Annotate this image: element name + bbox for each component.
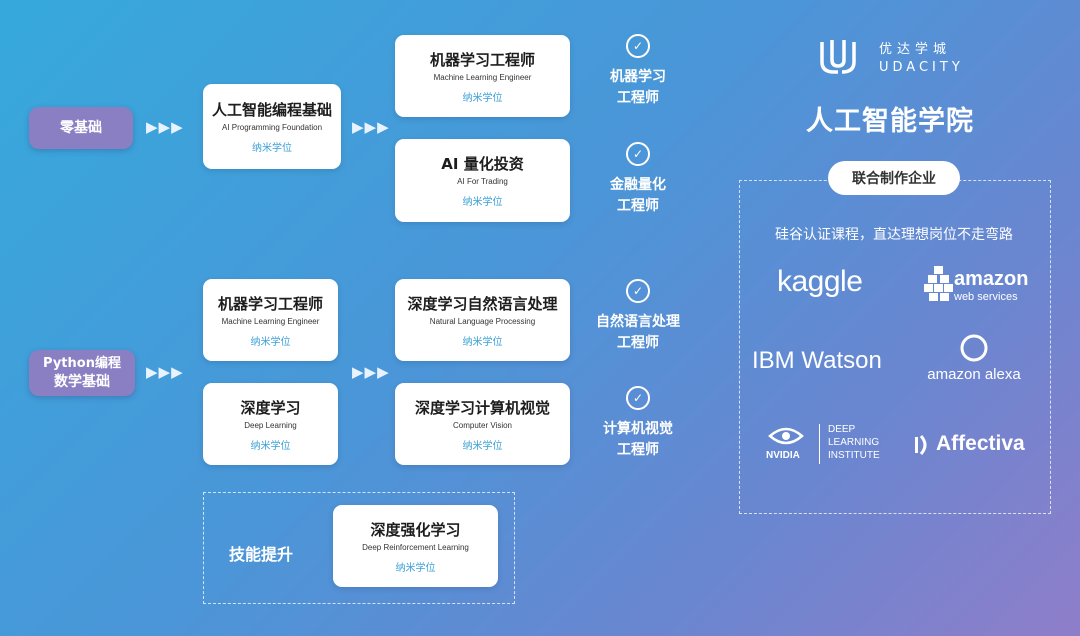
course-nano: 纳米学位 xyxy=(250,336,291,348)
course-title: 机器学习工程师 xyxy=(217,294,323,313)
course-title: 深度强化学习 xyxy=(370,520,461,539)
arrow-4: ▶▶▶ xyxy=(352,363,390,381)
arrow-2: ▶▶▶ xyxy=(352,118,390,136)
skill-up-label: 技能提升 xyxy=(229,545,294,564)
course-nano: 纳米学位 xyxy=(462,336,503,348)
aws-sub-text: web services xyxy=(954,291,1018,303)
aws-amazon-text: amazon xyxy=(954,268,1029,290)
affectiva-mark-icon xyxy=(915,435,927,455)
brand-en: UDACITY xyxy=(879,60,964,75)
school-title: 人工智能学院 xyxy=(806,106,974,137)
course-ai-programming-foundation[interactable]: 人工智能编程基础 AI Programming Foundation 纳米学位 xyxy=(203,84,341,169)
course-en: AI For Trading xyxy=(457,177,508,186)
course-deep-rl[interactable]: 深度强化学习 Deep Reinforcement Learning 纳米学位 xyxy=(333,505,498,587)
ibm-watson-logo: IBM Watson xyxy=(752,347,882,374)
course-nlp[interactable]: 深度学习自然语言处理 Natural Language Processing 纳… xyxy=(395,279,570,361)
course-en: Deep Reinforcement Learning xyxy=(362,542,469,552)
role-quant-engineer: ✓ 金融量化 工程师 xyxy=(588,142,688,217)
check-icon: ✓ xyxy=(626,34,650,58)
course-title: AI 量化投资 xyxy=(441,155,524,173)
course-title: 深度学习计算机视觉 xyxy=(414,398,550,417)
course-title: 深度学习自然语言处理 xyxy=(407,294,558,313)
nvidia-text: NVIDIA xyxy=(766,450,800,461)
course-title: 人工智能编程基础 xyxy=(211,101,332,119)
nvidia-eye-icon xyxy=(768,427,804,445)
course-en: Machine Learning Engineer xyxy=(433,72,532,82)
course-ai-trading[interactable]: AI 量化投资 AI For Trading 纳米学位 xyxy=(395,139,570,222)
partners-label: 联合制作企业 xyxy=(828,161,960,195)
brand-cn: 优达学城 xyxy=(879,42,952,57)
course-computer-vision[interactable]: 深度学习计算机视觉 Computer Vision 纳米学位 xyxy=(395,383,570,465)
kaggle-logo: kaggle xyxy=(777,265,863,298)
aws-cubes-icon xyxy=(924,266,953,301)
role-cv-engineer: ✓ 计算机视觉 工程师 xyxy=(588,386,688,461)
start-python-math: Python编程 数学基础 xyxy=(29,350,135,396)
course-mle-top[interactable]: 机器学习工程师 Machine Learning Engineer 纳米学位 xyxy=(395,35,570,117)
partners-label-text: 联合制作企业 xyxy=(852,171,936,187)
course-nano: 纳米学位 xyxy=(462,440,503,452)
course-nano: 纳米学位 xyxy=(395,562,436,574)
course-nano: 纳米学位 xyxy=(250,440,291,452)
aws-logo: amazon web services xyxy=(924,264,1028,308)
role-nlp-engineer: ✓ 自然语言处理 工程师 xyxy=(588,279,688,354)
nvidia-divider xyxy=(819,424,820,464)
course-en: AI Programming Foundation xyxy=(221,123,323,132)
udacity-logo-icon xyxy=(820,40,856,74)
course-nano: 纳米学位 xyxy=(252,143,292,154)
start-python-label: Python编程 xyxy=(43,356,121,371)
arrow-3: ▶▶▶ xyxy=(146,363,184,381)
affectiva-logo: Affectiva xyxy=(914,432,1038,460)
course-title: 深度学习 xyxy=(240,398,301,417)
course-mle-mid[interactable]: 机器学习工程师 Machine Learning Engineer 纳米学位 xyxy=(203,279,338,361)
affectiva-text: Affectiva xyxy=(936,432,1025,455)
course-nano: 纳米学位 xyxy=(462,92,503,104)
course-en: Natural Language Processing xyxy=(429,316,536,326)
course-en: Computer Vision xyxy=(453,420,512,430)
alexa-logo: amazon alexa xyxy=(922,333,1026,385)
start-zero-label: 零基础 xyxy=(60,119,102,136)
check-icon: ✓ xyxy=(626,279,650,303)
role-ml-engineer: ✓ 机器学习 工程师 xyxy=(588,34,688,109)
skill-up-box xyxy=(203,492,515,604)
course-title: 机器学习工程师 xyxy=(429,50,535,69)
course-deep-learning[interactable]: 深度学习 Deep Learning 纳米学位 xyxy=(203,383,338,465)
course-en: Machine Learning Engineer xyxy=(221,316,320,326)
course-en: Deep Learning xyxy=(244,420,297,430)
check-icon: ✓ xyxy=(626,142,650,166)
nvidia-dli-logo: NVIDIA DEEP LEARNING INSTITUTE xyxy=(766,424,896,466)
start-zero-basis: 零基础 xyxy=(29,107,133,149)
check-icon: ✓ xyxy=(626,386,650,410)
arrow-1: ▶▶▶ xyxy=(146,118,184,136)
partners-tagline: 硅谷认证课程，直达理想岗位不走弯路 xyxy=(775,227,1013,243)
dli-line-2: LEARNING xyxy=(828,437,880,448)
dli-line-1: DEEP xyxy=(828,424,856,435)
dli-line-3: INSTITUTE xyxy=(828,450,880,461)
start-math-label: 数学基础 xyxy=(54,374,110,390)
course-nano: 纳米学位 xyxy=(462,197,503,208)
udacity-logo xyxy=(818,36,860,80)
alexa-text: amazon alexa xyxy=(927,366,1021,383)
alexa-ring-icon xyxy=(960,334,988,362)
